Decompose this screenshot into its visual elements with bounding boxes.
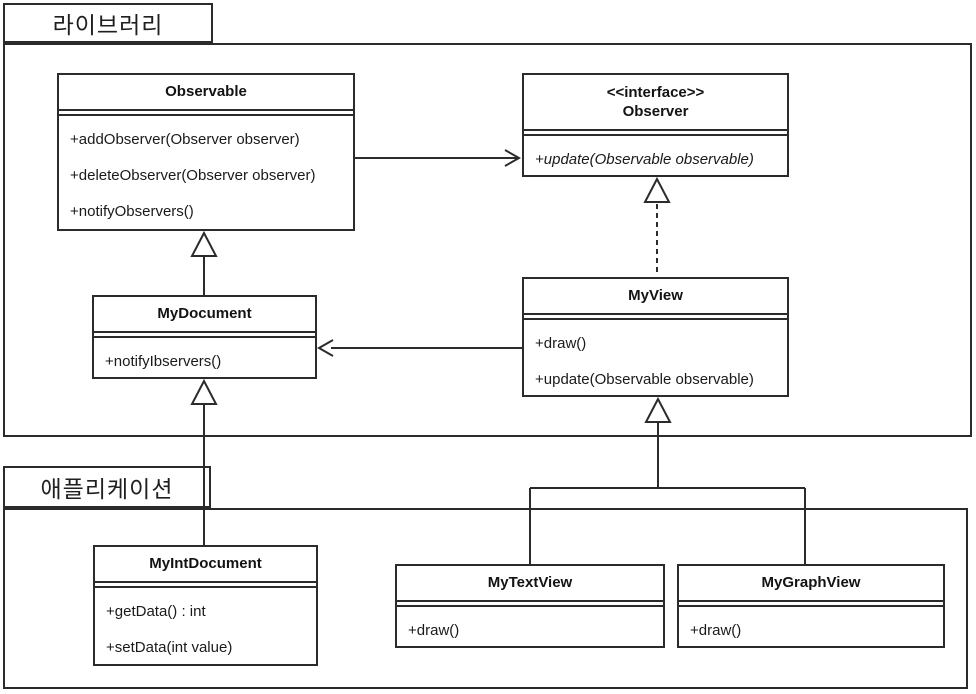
method-draw: +draw() [535,335,587,352]
class-mygraphview: MyGraphView +draw() [677,564,945,648]
method-notifyibservers: +notifyIbservers() [105,353,222,370]
compartment-divider [524,313,787,320]
class-observable-methods: +addObserver(Observer observer) +deleteO… [59,116,353,230]
method-update: +update(Observable observable) [535,371,754,388]
class-myview-title: MyView [628,287,683,304]
method-setdata: +setData(int value) [106,639,233,656]
interface-observer-methods: +update(Observable observable) [524,136,787,178]
interface-observer: <<interface>> Observer +update(Observabl… [522,73,789,177]
compartment-divider [524,129,787,136]
realization-myview-to-observer [643,176,671,276]
generalization-myintdocument-to-mydocument [190,378,218,545]
class-mytextview-methods: +draw() [397,607,663,649]
method-draw: +draw() [408,622,460,639]
package-application-tab: 애플리케이션 [3,466,211,508]
method-deleteobserver: +deleteObserver(Observer observer) [70,167,316,184]
interface-stereotype: <<interface>> [606,84,705,101]
class-observable: Observable +addObserver(Observer observe… [57,73,355,231]
method-notifyobservers: +notifyObservers() [70,203,194,220]
method-update: +update(Observable observable) [535,151,754,168]
class-mytextview-title: MyTextView [487,574,573,591]
class-mygraphview-methods: +draw() [679,607,943,649]
method-draw: +draw() [690,622,742,639]
association-observable-to-observer [355,149,522,167]
class-mydocument-methods: +notifyIbservers() [94,338,315,380]
class-observable-title: Observable [165,83,247,100]
compartment-divider [397,600,663,607]
interface-observer-title: <<interface>> Observer [524,75,787,129]
interface-name: Observer [622,103,689,120]
class-myintdocument: MyIntDocument +getData() : int +setData(… [93,545,318,666]
class-mytextview: MyTextView +draw() [395,564,665,648]
class-myview: MyView +draw() +update(Observable observ… [522,277,789,397]
package-application-label: 애플리케이션 [40,476,174,502]
class-mygraphview-title: MyGraphView [761,574,861,591]
association-myview-to-mydocument [316,339,522,357]
compartment-divider [94,331,315,338]
class-mydocument-title: MyDocument [157,305,252,322]
generalization-mydocument-to-observable [190,230,218,295]
class-myintdocument-methods: +getData() : int +setData(int value) [95,588,316,666]
compartment-divider [679,600,943,607]
package-library-tab: 라이브러리 [3,3,213,43]
compartment-divider [59,109,353,116]
compartment-divider [95,581,316,588]
method-addobserver: +addObserver(Observer observer) [70,131,300,148]
class-myintdocument-title: MyIntDocument [149,555,262,572]
class-mydocument: MyDocument +notifyIbservers() [92,295,317,379]
method-getdata: +getData() : int [106,603,206,620]
generalization-views-to-myview [529,396,806,564]
class-myview-methods: +draw() +update(Observable observable) [524,320,787,398]
package-library-label: 라이브러리 [52,12,164,38]
